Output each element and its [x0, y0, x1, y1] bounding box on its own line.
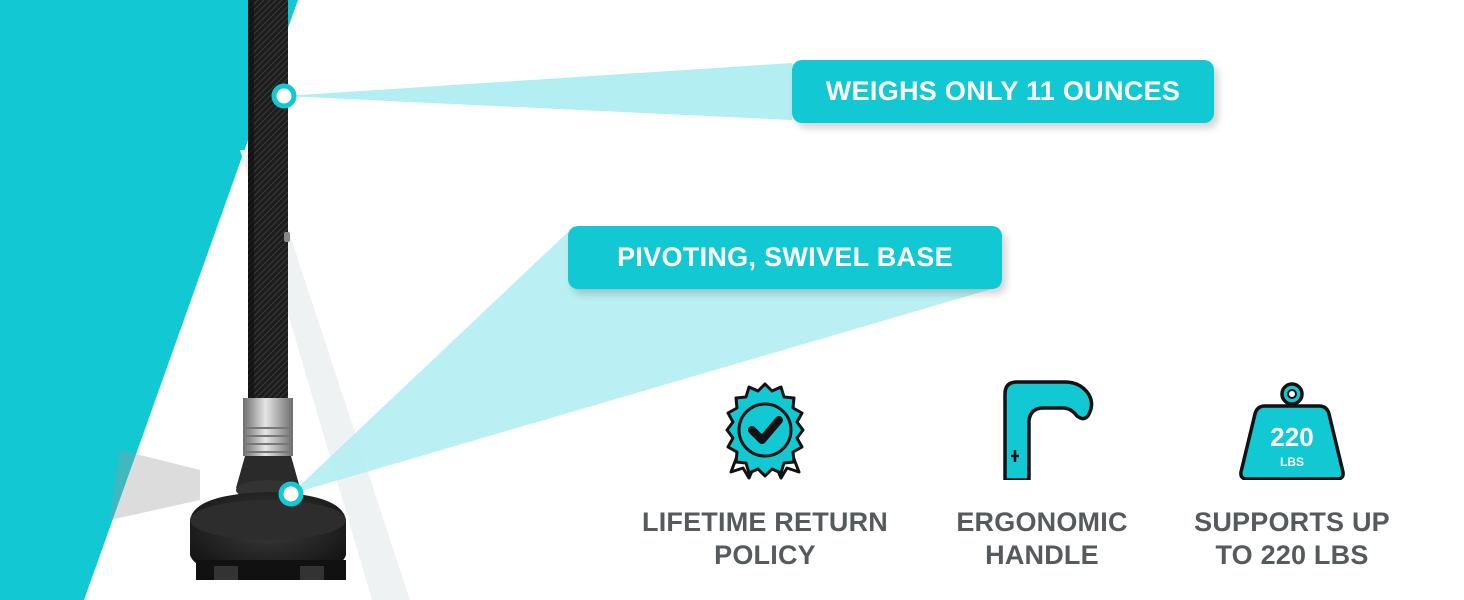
feature-weight-capacity: 220 LBS SUPPORTS UP TO 220 LBS — [1152, 380, 1432, 572]
feature-label-line1: ERGONOMIC — [956, 507, 1128, 537]
feature-lifetime-return: LIFETIME RETURN POLICY — [625, 380, 905, 572]
feature-label-line1: LIFETIME RETURN — [642, 507, 888, 537]
base-pointer-dot — [278, 481, 304, 507]
weight-callout-beam — [284, 63, 792, 120]
base-callout-beam — [291, 232, 1002, 494]
weight-pointer-dot — [271, 83, 297, 109]
feature-label-line2: TO 220 LBS — [1215, 540, 1369, 570]
cane-shaft — [248, 0, 290, 400]
weight-icon-unit: LBS — [1280, 455, 1304, 469]
feature-ergonomic-handle: ERGONOMIC HANDLE — [902, 380, 1182, 572]
teal-panel — [0, 0, 298, 600]
feature-label: LIFETIME RETURN POLICY — [625, 506, 905, 572]
feature-label-line2: HANDLE — [985, 540, 1099, 570]
weight-icon-value: 220 — [1270, 422, 1313, 452]
swivel-base-callout: PIVOTING, SWIVEL BASE — [568, 226, 1002, 289]
weight-icon: 220 LBS — [1239, 382, 1345, 480]
badge-check-icon — [725, 382, 805, 480]
cane-shadow — [110, 450, 200, 520]
feature-label-line1: SUPPORTS UP — [1194, 507, 1390, 537]
weight-callout: WEIGHS ONLY 11 OUNCES — [792, 60, 1214, 123]
cane-collar — [243, 398, 293, 456]
feature-label-line2: POLICY — [714, 540, 816, 570]
feature-label: SUPPORTS UP TO 220 LBS — [1152, 506, 1432, 572]
cane-handle-icon — [1003, 380, 1094, 480]
feature-label: ERGONOMIC HANDLE — [902, 506, 1182, 572]
swivel-base — [190, 456, 346, 580]
